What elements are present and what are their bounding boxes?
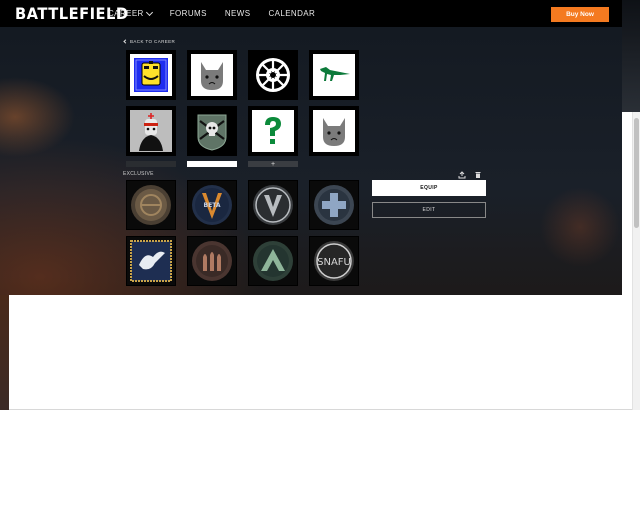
- emblem-tile-raptor[interactable]: [309, 50, 359, 100]
- emblem-tile-skull-rifles[interactable]: [187, 106, 237, 156]
- exclusive-heading: EXCLUSIVE: [123, 171, 154, 177]
- raptor-emblem-icon: [313, 54, 355, 96]
- robot-face-emblem-icon: [130, 54, 172, 96]
- top-nav: BATTLEFIELD CAREER FORUMS NEWS CALENDAR …: [0, 0, 622, 27]
- imperial-crest-emblem-icon: [251, 53, 295, 97]
- dove-stamp-badge-icon: [127, 237, 175, 285]
- exclusive-emblem-bullets[interactable]: [187, 236, 237, 286]
- snafu-badge-icon: SNAFU: [310, 237, 358, 285]
- nav-news[interactable]: NEWS: [224, 9, 251, 18]
- trash-icon[interactable]: [474, 166, 482, 184]
- exclusive-emblem-snafu[interactable]: SNAFU: [309, 236, 359, 286]
- upload-icon[interactable]: [458, 166, 466, 184]
- emblem-tile-red-mask[interactable]: [126, 106, 176, 156]
- nav-calendar[interactable]: CALENDAR: [268, 9, 316, 18]
- nav-career-label: CAREER: [108, 9, 144, 18]
- background-strip-left: [0, 295, 9, 410]
- exclusive-emblem-chevron[interactable]: [248, 236, 298, 286]
- grey-cat-emblem-icon: [313, 110, 355, 152]
- nav-forums[interactable]: FORUMS: [169, 9, 207, 18]
- exclusive-emblem-beta[interactable]: BETA: [187, 180, 237, 230]
- bullets-badge-icon: [188, 237, 236, 285]
- plus-icon: +: [270, 160, 276, 168]
- emblem-tile-grey-cat-1[interactable]: [187, 50, 237, 100]
- back-label: BACK TO CAREER: [130, 39, 176, 44]
- battlefield-logo[interactable]: BATTLEFIELD: [15, 4, 129, 23]
- emblem-tile-question-mark[interactable]: [248, 106, 298, 156]
- v-badge-icon: [249, 181, 297, 229]
- question-mark-emblem-icon: [252, 110, 294, 152]
- scrollbar-thumb[interactable]: [634, 118, 639, 228]
- skull-rifles-emblem-icon: [190, 109, 234, 153]
- emblem-tile-robot-face[interactable]: [126, 50, 176, 100]
- exclusive-emblem-medic-cross[interactable]: [309, 180, 359, 230]
- medic-cross-badge-icon: [310, 181, 358, 229]
- svg-text:BETA: BETA: [204, 202, 221, 209]
- crosshair-badge-icon: [127, 181, 175, 229]
- red-mask-figure-emblem-icon: [130, 110, 172, 152]
- emblem-tile-imperial-crest[interactable]: [248, 50, 298, 100]
- back-to-career-link[interactable]: BACK TO CAREER: [123, 39, 176, 44]
- content-area-below: [9, 295, 632, 410]
- emblem-slot-bar-selected[interactable]: [187, 161, 237, 167]
- exclusive-emblem-dove-stamp[interactable]: [126, 236, 176, 286]
- grey-cat-emblem-icon: [191, 54, 233, 96]
- nav-links: CAREER FORUMS NEWS CALENDAR: [108, 0, 333, 27]
- chevron-badge-icon: [249, 237, 297, 285]
- add-emblem-button[interactable]: +: [248, 160, 298, 168]
- beta-badge-icon: BETA: [188, 181, 236, 229]
- edit-button[interactable]: EDIT: [372, 202, 486, 218]
- chevron-left-icon: [123, 39, 128, 44]
- equip-button[interactable]: EQUIP: [372, 180, 486, 196]
- scrollbar[interactable]: [632, 112, 640, 410]
- svg-text:SNAFU: SNAFU: [317, 257, 351, 268]
- background-strip-right: [622, 0, 640, 112]
- exclusive-emblem-crosshair[interactable]: [126, 180, 176, 230]
- emblem-slot-bar: [126, 161, 176, 167]
- exclusive-emblem-v[interactable]: [248, 180, 298, 230]
- buy-now-button[interactable]: Buy Now: [551, 7, 609, 22]
- nav-career[interactable]: CAREER: [108, 8, 153, 18]
- emblem-tile-grey-cat-2[interactable]: [309, 106, 359, 156]
- chevron-down-icon: [145, 8, 153, 16]
